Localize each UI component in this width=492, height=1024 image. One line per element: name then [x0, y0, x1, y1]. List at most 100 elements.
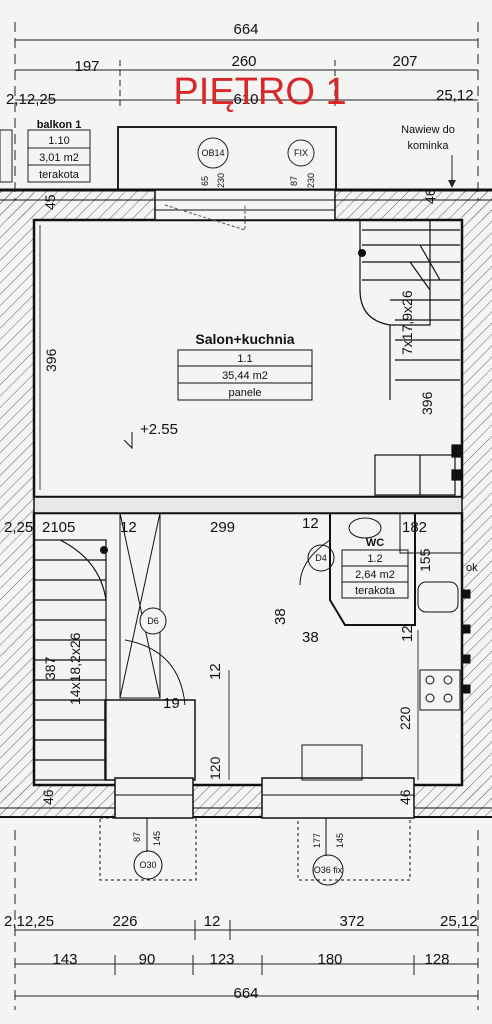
window-o36-dim-a: 177 — [312, 833, 322, 848]
dim-total-top: 664 — [233, 21, 258, 38]
door-tag-d6 — [139, 607, 167, 635]
shaft — [119, 512, 161, 699]
wc-name: WC — [366, 537, 384, 549]
dim-balcony-width: 610 — [233, 91, 258, 108]
window-tag-ob14 — [197, 137, 229, 169]
living-room-name: Salon+kuchnia — [195, 331, 294, 347]
level-mark-arrow — [123, 432, 133, 450]
dim-mid-a: 2105 — [42, 519, 75, 536]
stairs-lower — [33, 539, 107, 781]
door-d4-swing — [299, 539, 331, 586]
bottom-window-tags: 87 145 177 145 O30 O36 fix — [99, 817, 411, 886]
window-fix-dim-a: 87 — [289, 176, 299, 186]
dim-wall-top: 45 — [42, 194, 58, 210]
window-opening-bottom-left — [114, 777, 194, 819]
dim-38b: 38 — [302, 629, 319, 646]
dim-edge-left: 2,12,25 — [6, 91, 56, 108]
dim-bottom-edge-left: 2,12,25 — [4, 913, 54, 930]
door-tag-d4 — [307, 544, 335, 572]
kitchen-fixtures — [419, 589, 471, 711]
fireplace-arrow-head — [448, 180, 456, 188]
dim-top-left: 197 — [74, 58, 99, 75]
dim-edge-right: 25,12 — [436, 87, 474, 104]
stairs-upper — [359, 220, 460, 400]
fireplace-note-line2: kominka — [408, 140, 450, 152]
wc-room: WC 1.2 2,64 m2 terakota 182 155 ok — [329, 512, 478, 626]
balcony-label: balkon 1 1.10 3,01 m2 terakota — [27, 119, 91, 183]
wc-number: 1.2 — [367, 553, 382, 565]
dim-wall-bottom-left: 46 — [40, 789, 56, 805]
window-opening-bottom-right — [261, 777, 415, 819]
window-fix-dim-b: 230 — [306, 173, 316, 188]
dim-wall-bottom-right: 46 — [397, 789, 413, 805]
dim-stair-height: 387 — [42, 656, 58, 680]
stairs-upper-label: 7x17,9x26 — [399, 290, 415, 355]
window-ob14-label: OB14 — [201, 148, 224, 158]
dim-mid-left: 2,25 — [4, 519, 33, 536]
dim-38a: 38 — [272, 608, 289, 625]
fireplace-note-line1: Nawiew do — [401, 124, 455, 136]
stairs-lower-label: 14x18,2x26 — [67, 632, 83, 705]
living-room-number: 1.1 — [237, 353, 252, 365]
dim-mid-d: 12 — [302, 515, 319, 532]
dim-wall-top-right: 46 — [422, 188, 438, 204]
window-o30-dim-b: 145 — [152, 831, 162, 846]
dim-bottom-r2-d: 180 — [317, 951, 342, 968]
balcony-number: 1.10 — [48, 135, 69, 147]
dim-12b: 12 — [399, 625, 416, 642]
dim-height-right: 396 — [419, 391, 435, 415]
door-d6-swing — [124, 639, 186, 706]
dim-wc-depth: 155 — [417, 548, 433, 572]
dim-bottom-r2-b: 90 — [139, 951, 156, 968]
dim-top-mid: 260 — [231, 53, 256, 70]
level-mark: +2.55 — [140, 421, 178, 438]
dim-top-right: 207 — [392, 53, 417, 70]
wc-floor: terakota — [355, 585, 396, 597]
dim-120: 120 — [207, 756, 223, 780]
dim-bottom-a: 226 — [112, 913, 137, 930]
living-room-label: Salon+kuchnia 1.1 35,44 m2 panele — [177, 331, 313, 401]
dim-total-bottom: 664 — [233, 985, 258, 1002]
stair-newel-upper — [358, 249, 366, 257]
dim-bottom-b: 12 — [204, 913, 221, 930]
dim-height-living: 396 — [43, 348, 59, 372]
door-d6-label: D6 — [147, 616, 159, 626]
window-o36-label: O36 fix — [314, 865, 343, 875]
living-room-area: 35,44 m2 — [222, 370, 268, 382]
neighbor-label-box — [0, 129, 13, 183]
dim-mid-b: 12 — [120, 519, 137, 536]
dim-12a: 12 — [207, 663, 224, 680]
balcony-floor: terakota — [39, 169, 80, 181]
dim-bottom-r2-c: 123 — [209, 951, 234, 968]
stair-newel-lower — [100, 546, 108, 554]
window-opening-top — [154, 189, 336, 221]
dim-mid-c: 299 — [210, 519, 235, 536]
wc-area: 2,64 m2 — [355, 569, 395, 581]
room-outlines — [32, 218, 464, 787]
dim-220: 220 — [397, 706, 413, 730]
floor-title: PIĘTRO 1 — [173, 71, 346, 113]
dim-bottom-r2-e: 128 — [424, 951, 449, 968]
window-ob14-dim-b: 230 — [216, 173, 226, 188]
kitchen-note: ok — [466, 562, 478, 574]
window-tag-fix — [287, 139, 315, 167]
living-room-floor: panele — [228, 387, 261, 399]
mid-partition — [33, 496, 463, 514]
top-dimension-lines — [14, 22, 479, 200]
balcony-area: 3,01 m2 — [39, 152, 79, 164]
door-d4-label: D4 — [315, 553, 327, 563]
bottom-dimension-lines — [14, 830, 479, 1010]
dim-wc-width: 182 — [402, 519, 427, 536]
fireplace-fixtures — [374, 444, 463, 496]
window-top-swing — [164, 204, 246, 231]
window-fix-label: FIX — [294, 148, 308, 158]
dim-bottom-r2-a: 143 — [52, 951, 77, 968]
balcony-name: balkon 1 — [37, 119, 82, 131]
bottom-right-bench — [301, 744, 363, 781]
window-o36-dim-b: 145 — [335, 833, 345, 848]
dim-bottom-edge-right: 25,12 — [440, 913, 478, 930]
window-o30-dim-a: 87 — [132, 832, 142, 842]
dim-19: 19 — [163, 695, 180, 712]
window-ob14-dim-a: 65 — [200, 176, 210, 186]
